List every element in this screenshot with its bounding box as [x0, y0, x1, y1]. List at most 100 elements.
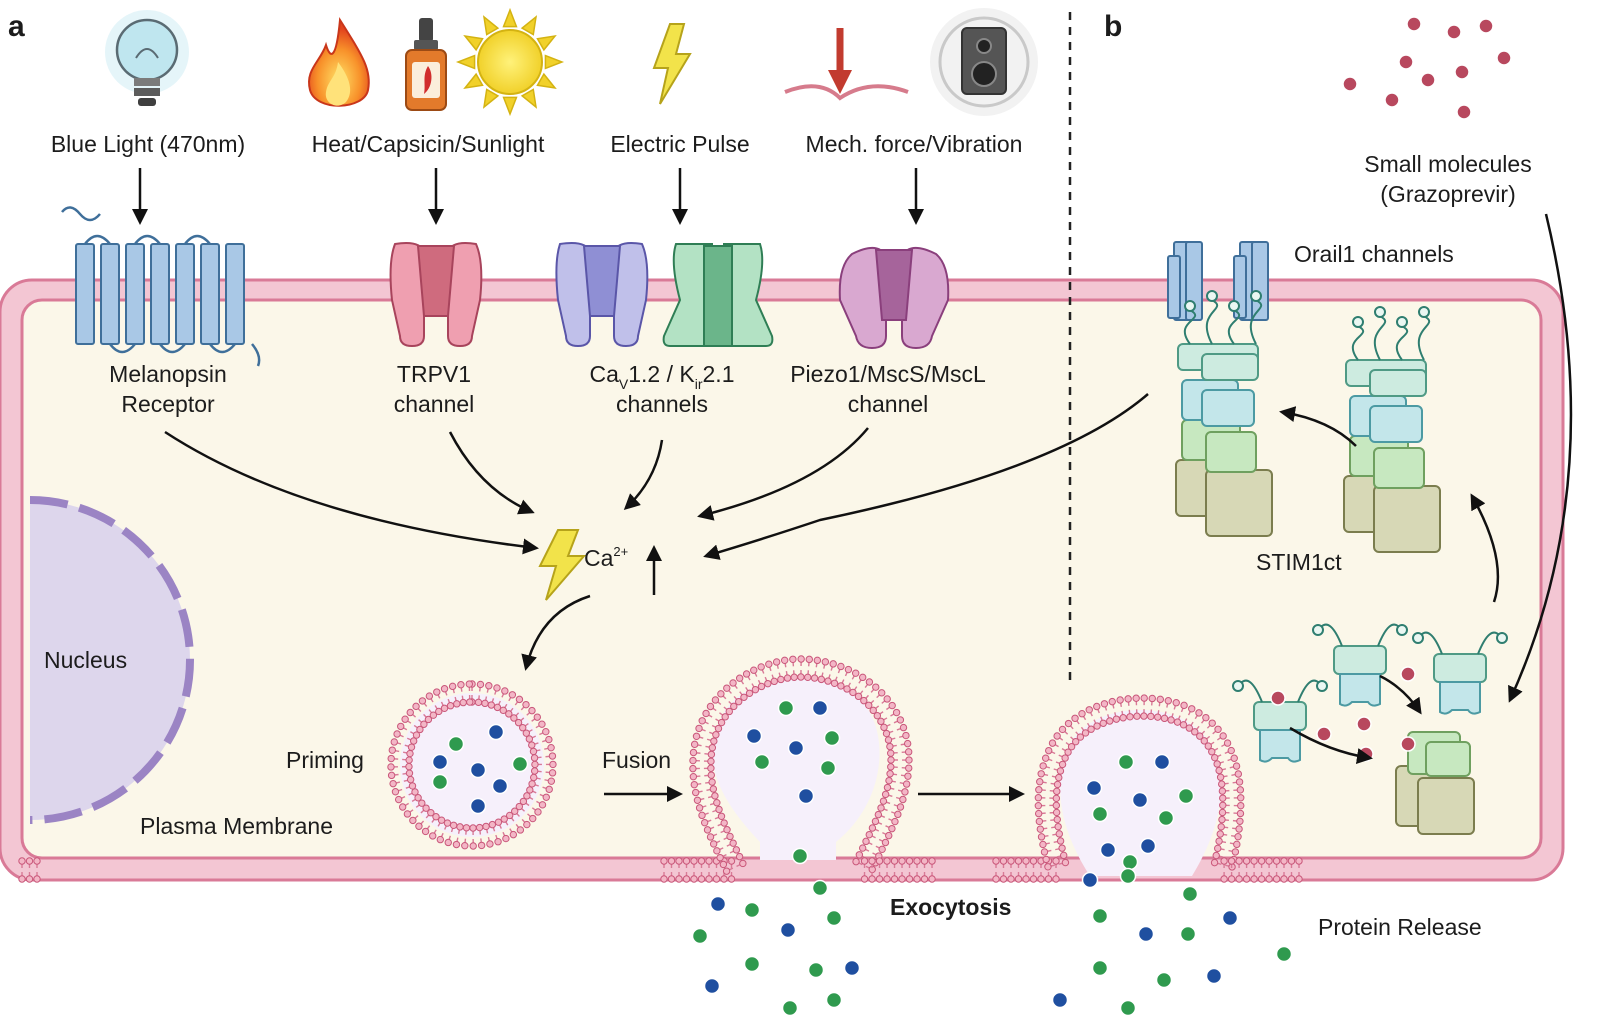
exocytosis-vesicle-membrane-head [1049, 740, 1055, 746]
stim1ct-oligomer-linker-head [1419, 307, 1429, 317]
fusion-vesicle-membrane-head [696, 805, 702, 811]
fusion-vesicle-membrane-head [740, 860, 746, 866]
priming-vesicle-membrane-head [478, 842, 484, 848]
exocytosis-vesicle-membrane-head [1273, 858, 1279, 864]
priming-vesicle-membrane-head [419, 698, 425, 704]
priming-vesicle-membrane-head [530, 748, 536, 754]
priming-vesicle-membrane-head [391, 739, 397, 745]
exocytosis-vesicle-membrane-head [1235, 833, 1241, 839]
exocytosis-vesicle-membrane-head [1041, 849, 1047, 855]
released-protein [1083, 873, 1098, 888]
exocytosis-vesicle-membrane-head [1238, 802, 1244, 808]
label-trpv1-1: TRPV1 [397, 361, 471, 387]
fusion-vesicle-membrane-head [758, 683, 764, 689]
exocytosis-vesicle-membrane-head [1243, 876, 1249, 882]
exocytosis-vesicle-membrane-head [1155, 714, 1161, 720]
capsaicin-bottle-icon [406, 18, 446, 110]
priming-vesicle-membrane-head [388, 755, 394, 761]
priming-vesicle-membrane-head [483, 823, 489, 829]
cargo-dot [799, 789, 814, 804]
fusion-vesicle-membrane-head [906, 765, 912, 771]
fusion-vesicle-membrane-head [900, 724, 906, 730]
priming-vesicle-membrane-head [445, 839, 451, 845]
priming-vesicle-membrane-head [510, 831, 516, 837]
fusion-vesicle-membrane-head [879, 690, 885, 696]
cargo-dot [813, 701, 828, 716]
exocytosis-vesicle-membrane-head [1023, 876, 1029, 882]
fusion-vesicle-membrane-head [891, 858, 897, 864]
fusion-vesicle-membrane-head [903, 732, 909, 738]
fusion-vesicle-membrane-head [713, 876, 719, 882]
stim1ct-monomer-top [1254, 702, 1306, 730]
fusion-vesicle-membrane-head [676, 858, 682, 864]
fusion-vesicle-membrane-head [859, 674, 865, 680]
exocytosis-vesicle-membrane-head [1053, 795, 1059, 801]
released-protein [745, 903, 760, 918]
small-molecule [1457, 105, 1471, 119]
priming-vesicle-membrane-head [550, 761, 556, 767]
plasma-membrane-lipid-head [34, 876, 40, 882]
priming-vesicle-membrane-head [548, 744, 554, 750]
fusion-vesicle-membrane-head [765, 680, 771, 686]
fusion-vesicle-membrane-head [728, 876, 734, 882]
fusion-vesicle-membrane-head [668, 858, 674, 864]
fusion-vesicle-membrane-head [882, 791, 888, 797]
exocytosis-vesicle-membrane-head [1133, 695, 1139, 701]
fusion-vesicle-membrane-head [884, 784, 890, 790]
melanopsin-loop [185, 236, 210, 244]
cargo-dot [493, 779, 508, 794]
priming-vesicle-membrane-head [402, 716, 408, 722]
fusion-vesicle-membrane-head [758, 664, 764, 670]
exocytosis-vesicle-membrane-head [1219, 809, 1225, 815]
exocytosis-vesicle-membrane-head [1109, 698, 1115, 704]
released-protein [1277, 947, 1292, 962]
stim1ct-orai-bound-green [1206, 432, 1256, 472]
cargo-dot [1141, 839, 1156, 854]
fusion-vesicle-membrane-head [845, 666, 851, 672]
cargo-dot [449, 737, 464, 752]
small-molecule [1497, 51, 1511, 65]
cargo-dot [433, 755, 448, 770]
released-protein [1121, 1001, 1136, 1016]
released-protein [1139, 927, 1154, 942]
fusion-vesicle-membrane-head [718, 719, 724, 725]
priming-vesicle-membrane-head [543, 794, 549, 800]
priming-vesicle-membrane-head [434, 689, 440, 695]
priming-vesicle-membrane-head [487, 841, 493, 847]
exocytosis-vesicle-membrane-head [1157, 696, 1163, 702]
released-protein [827, 911, 842, 926]
fusion-vesicle-membrane-head [766, 661, 772, 667]
fusion-vesicle-membrane-head [709, 779, 715, 785]
stim1ct-orai-bound-top [1202, 354, 1258, 380]
sun-ray [504, 97, 517, 114]
cargo-dot [1101, 843, 1116, 858]
exocytosis-vesicle-membrane-head [1125, 696, 1131, 702]
stim1ct-orai-bound-linker-head [1207, 291, 1217, 301]
exocytosis-vesicle-membrane-head [1040, 763, 1046, 769]
exocytosis-vesicle-membrane-head [1023, 858, 1029, 864]
exocytosis-vesicle-membrane-head [1000, 858, 1006, 864]
exocytosis-vesicle-membrane-head [1056, 774, 1062, 780]
fusion-vesicle-membrane-head [690, 773, 696, 779]
stim1ct-drug-complex-base [1418, 778, 1474, 834]
priming-vesicle-membrane-head [412, 789, 418, 795]
exocytosis-vesicle-membrane-head [1117, 697, 1123, 703]
melanopsin-helix [201, 244, 219, 344]
exocytosis-vesicle-membrane-head [1008, 858, 1014, 864]
label-exocytosis: Exocytosis [890, 894, 1011, 920]
stim1ct-drug-complex-green [1426, 742, 1470, 776]
released-protein [827, 993, 842, 1008]
fusion-vesicle-membrane-head [818, 676, 824, 682]
cargo-dot [821, 761, 836, 776]
fusion-vesicle-membrane-head [914, 858, 920, 864]
exocytosis-vesicle-membrane-head [1232, 849, 1238, 855]
fusion-vesicle-membrane-head [906, 876, 912, 882]
cargo-dot [1133, 793, 1148, 808]
priming-vesicle-membrane-head [546, 736, 552, 742]
melanopsin-loop [85, 236, 110, 244]
exocytosis-vesicle-membrane-head [1053, 858, 1059, 864]
fusion-vesicle-membrane-head [699, 718, 705, 724]
label-trpv1-2: channel [394, 391, 475, 417]
exocytosis-vesicle-membrane-head [1045, 864, 1051, 870]
exocytosis-vesicle-membrane-head [1237, 787, 1243, 793]
